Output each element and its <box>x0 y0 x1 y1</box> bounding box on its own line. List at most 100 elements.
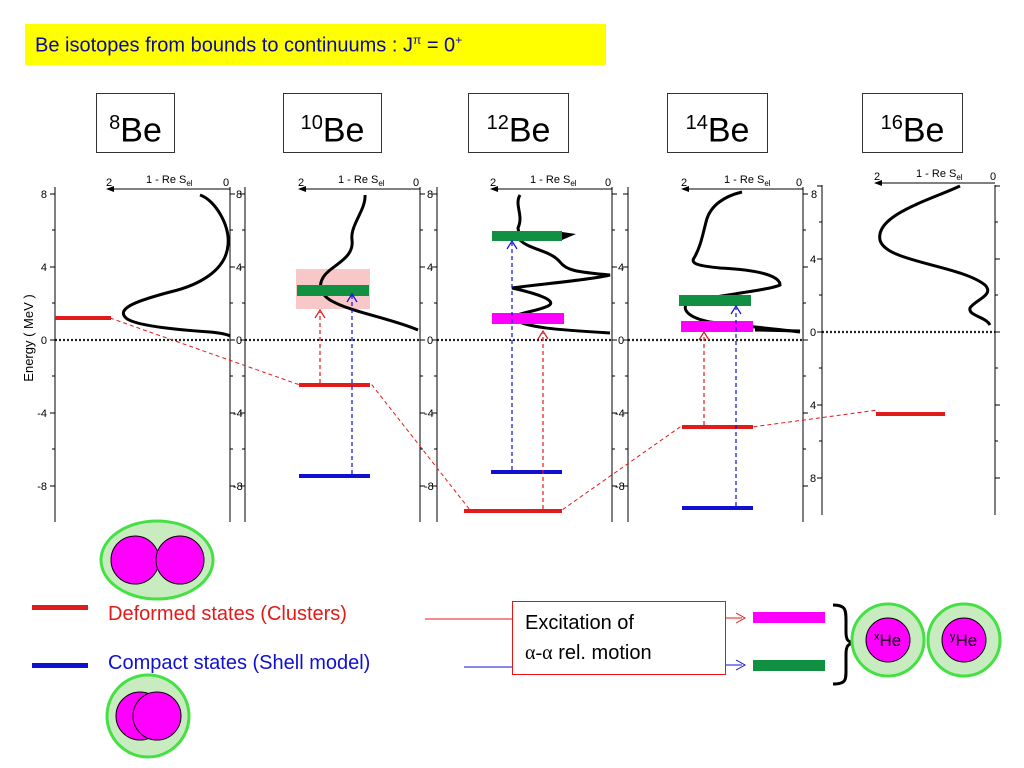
axis-title: 1 - Re Sel <box>724 174 771 188</box>
arrow-head <box>314 308 326 319</box>
tick-label: 4 <box>810 400 816 412</box>
he-label-y: yHe <box>950 631 977 650</box>
excitation-line2: α-α rel. motion <box>525 642 652 665</box>
level-he-he <box>681 321 753 332</box>
isotope-mass: 10 <box>300 112 323 134</box>
tick-marks <box>240 193 425 487</box>
arrow-head <box>490 186 498 192</box>
panel-10be: 8 4 0 -4 -8 2 0 1 - Re Sel <box>233 174 425 522</box>
tick-labels: 8 4 0 -4 -8 <box>615 189 817 493</box>
axis-left-label: 2 <box>298 177 304 189</box>
arrow-head <box>698 330 710 341</box>
alpha-particle <box>110 535 160 585</box>
arrow-head <box>506 239 518 250</box>
alpha-symbol: α <box>542 642 553 664</box>
tick-marks <box>50 193 235 487</box>
tick-marks <box>623 193 808 487</box>
he-element: He <box>956 631 978 650</box>
deformed-trend-line <box>109 317 879 511</box>
axis-title: 1 - Re Sel <box>338 174 385 188</box>
isotope-symbol: Be <box>120 111 162 150</box>
tick-label: -4 <box>615 408 625 420</box>
tick-label: 0 <box>427 335 433 347</box>
level-deformed-10be <box>299 383 370 387</box>
tick-label: 4 <box>236 262 242 274</box>
level-alpha-alpha <box>679 295 751 306</box>
he-sup: y <box>950 631 956 643</box>
title-equals: = 0 <box>421 34 456 57</box>
arrow-head <box>681 186 689 192</box>
y-axis-label: Energy ( MeV ) <box>21 294 36 381</box>
level-deformed-16be <box>876 412 945 416</box>
excitation-rest: rel. motion <box>552 642 652 664</box>
s-matrix-curve <box>878 184 992 326</box>
axis-title-sub: el <box>378 179 384 188</box>
legend-compact-label: Compact states (Shell model) <box>108 652 371 674</box>
panel-14be: 8 4 0 -4 -8 2 0 1 - Re Sel <box>615 174 817 522</box>
zero-energy-lines <box>55 330 995 342</box>
he-cluster-y: yHe <box>926 602 1002 678</box>
tick-label: -4 <box>424 408 434 420</box>
he-cluster-x: xHe <box>850 602 926 678</box>
axis-title-main: 1 - Re S <box>146 174 186 186</box>
axis-title-main: 1 - Re S <box>916 168 956 180</box>
tick-labels: 8 4 0 -4 -8 <box>233 189 243 493</box>
tick-labels: 4 0 4 8 <box>810 254 816 485</box>
s-matrix-curve <box>683 190 801 334</box>
tick-label: 4 <box>41 262 47 274</box>
axis-title: 1 - Re Sel <box>530 174 577 188</box>
level-alpha-alpha <box>297 285 369 296</box>
he-sup: x <box>874 631 880 643</box>
isotope-mass: 16 <box>880 112 903 134</box>
slide-title: Be isotopes from bounds to continuums : … <box>35 33 462 58</box>
excitation-line1: Excitation of <box>525 612 634 634</box>
level-he-he <box>492 313 564 324</box>
tick-label: 8 <box>236 189 242 201</box>
axis-left-label: 2 <box>106 177 112 189</box>
tick-label: -4 <box>233 408 243 420</box>
arrow-head <box>106 186 114 192</box>
arrow-head <box>537 329 549 340</box>
tick-label: -8 <box>37 481 47 493</box>
axis-title-main: 1 - Re S <box>530 174 570 186</box>
tick-label: 8 <box>41 189 47 201</box>
axis-title-sub: el <box>186 179 192 188</box>
tick-label: 8 <box>811 189 817 201</box>
level-deformed-14be <box>682 425 753 429</box>
tick-label: 8 <box>810 473 816 485</box>
isotope-box-12be: 12Be <box>468 93 569 153</box>
he-label-x: xHe <box>874 631 901 650</box>
axis-left-label: 2 <box>681 177 687 189</box>
tick-label: 0 <box>41 335 47 347</box>
level-compact-12be <box>491 470 562 474</box>
axis-right-label: 0 <box>796 177 802 189</box>
arrow-heads <box>314 239 742 341</box>
excitation-box: Excitation of α-α rel. motion <box>512 601 726 675</box>
axis-title-sub: el <box>570 179 576 188</box>
level-tail <box>754 328 801 333</box>
alpha-particle <box>132 691 182 741</box>
isotope-box-16be: 16Be <box>862 93 963 153</box>
excitation-arrows <box>319 243 737 509</box>
axis-right-label: 0 <box>413 177 419 189</box>
axis-title: 1 - Re Sel <box>146 174 193 188</box>
tick-labels: 8 4 0 -4 -8 <box>37 189 47 493</box>
he-core <box>865 617 911 663</box>
level-deformed-12be <box>464 509 562 513</box>
tick-label: 4 <box>427 262 433 274</box>
arrow-head <box>730 304 742 315</box>
title-sup-plus: + <box>455 33 463 47</box>
tick-label: 8 <box>427 189 433 201</box>
level-alpha-alpha <box>492 231 562 241</box>
legend-compact-marker <box>32 663 88 668</box>
axis-right-label: 0 <box>223 177 229 189</box>
axis-right-label: 0 <box>605 177 611 189</box>
isotope-box-14be: 14Be <box>667 93 768 153</box>
s-matrix-curve <box>122 193 231 338</box>
tick-label: 0 <box>236 335 242 347</box>
dash: - <box>535 642 543 664</box>
arrow-head <box>298 186 306 192</box>
arrow-head <box>735 659 747 671</box>
tick-marks <box>432 193 617 487</box>
